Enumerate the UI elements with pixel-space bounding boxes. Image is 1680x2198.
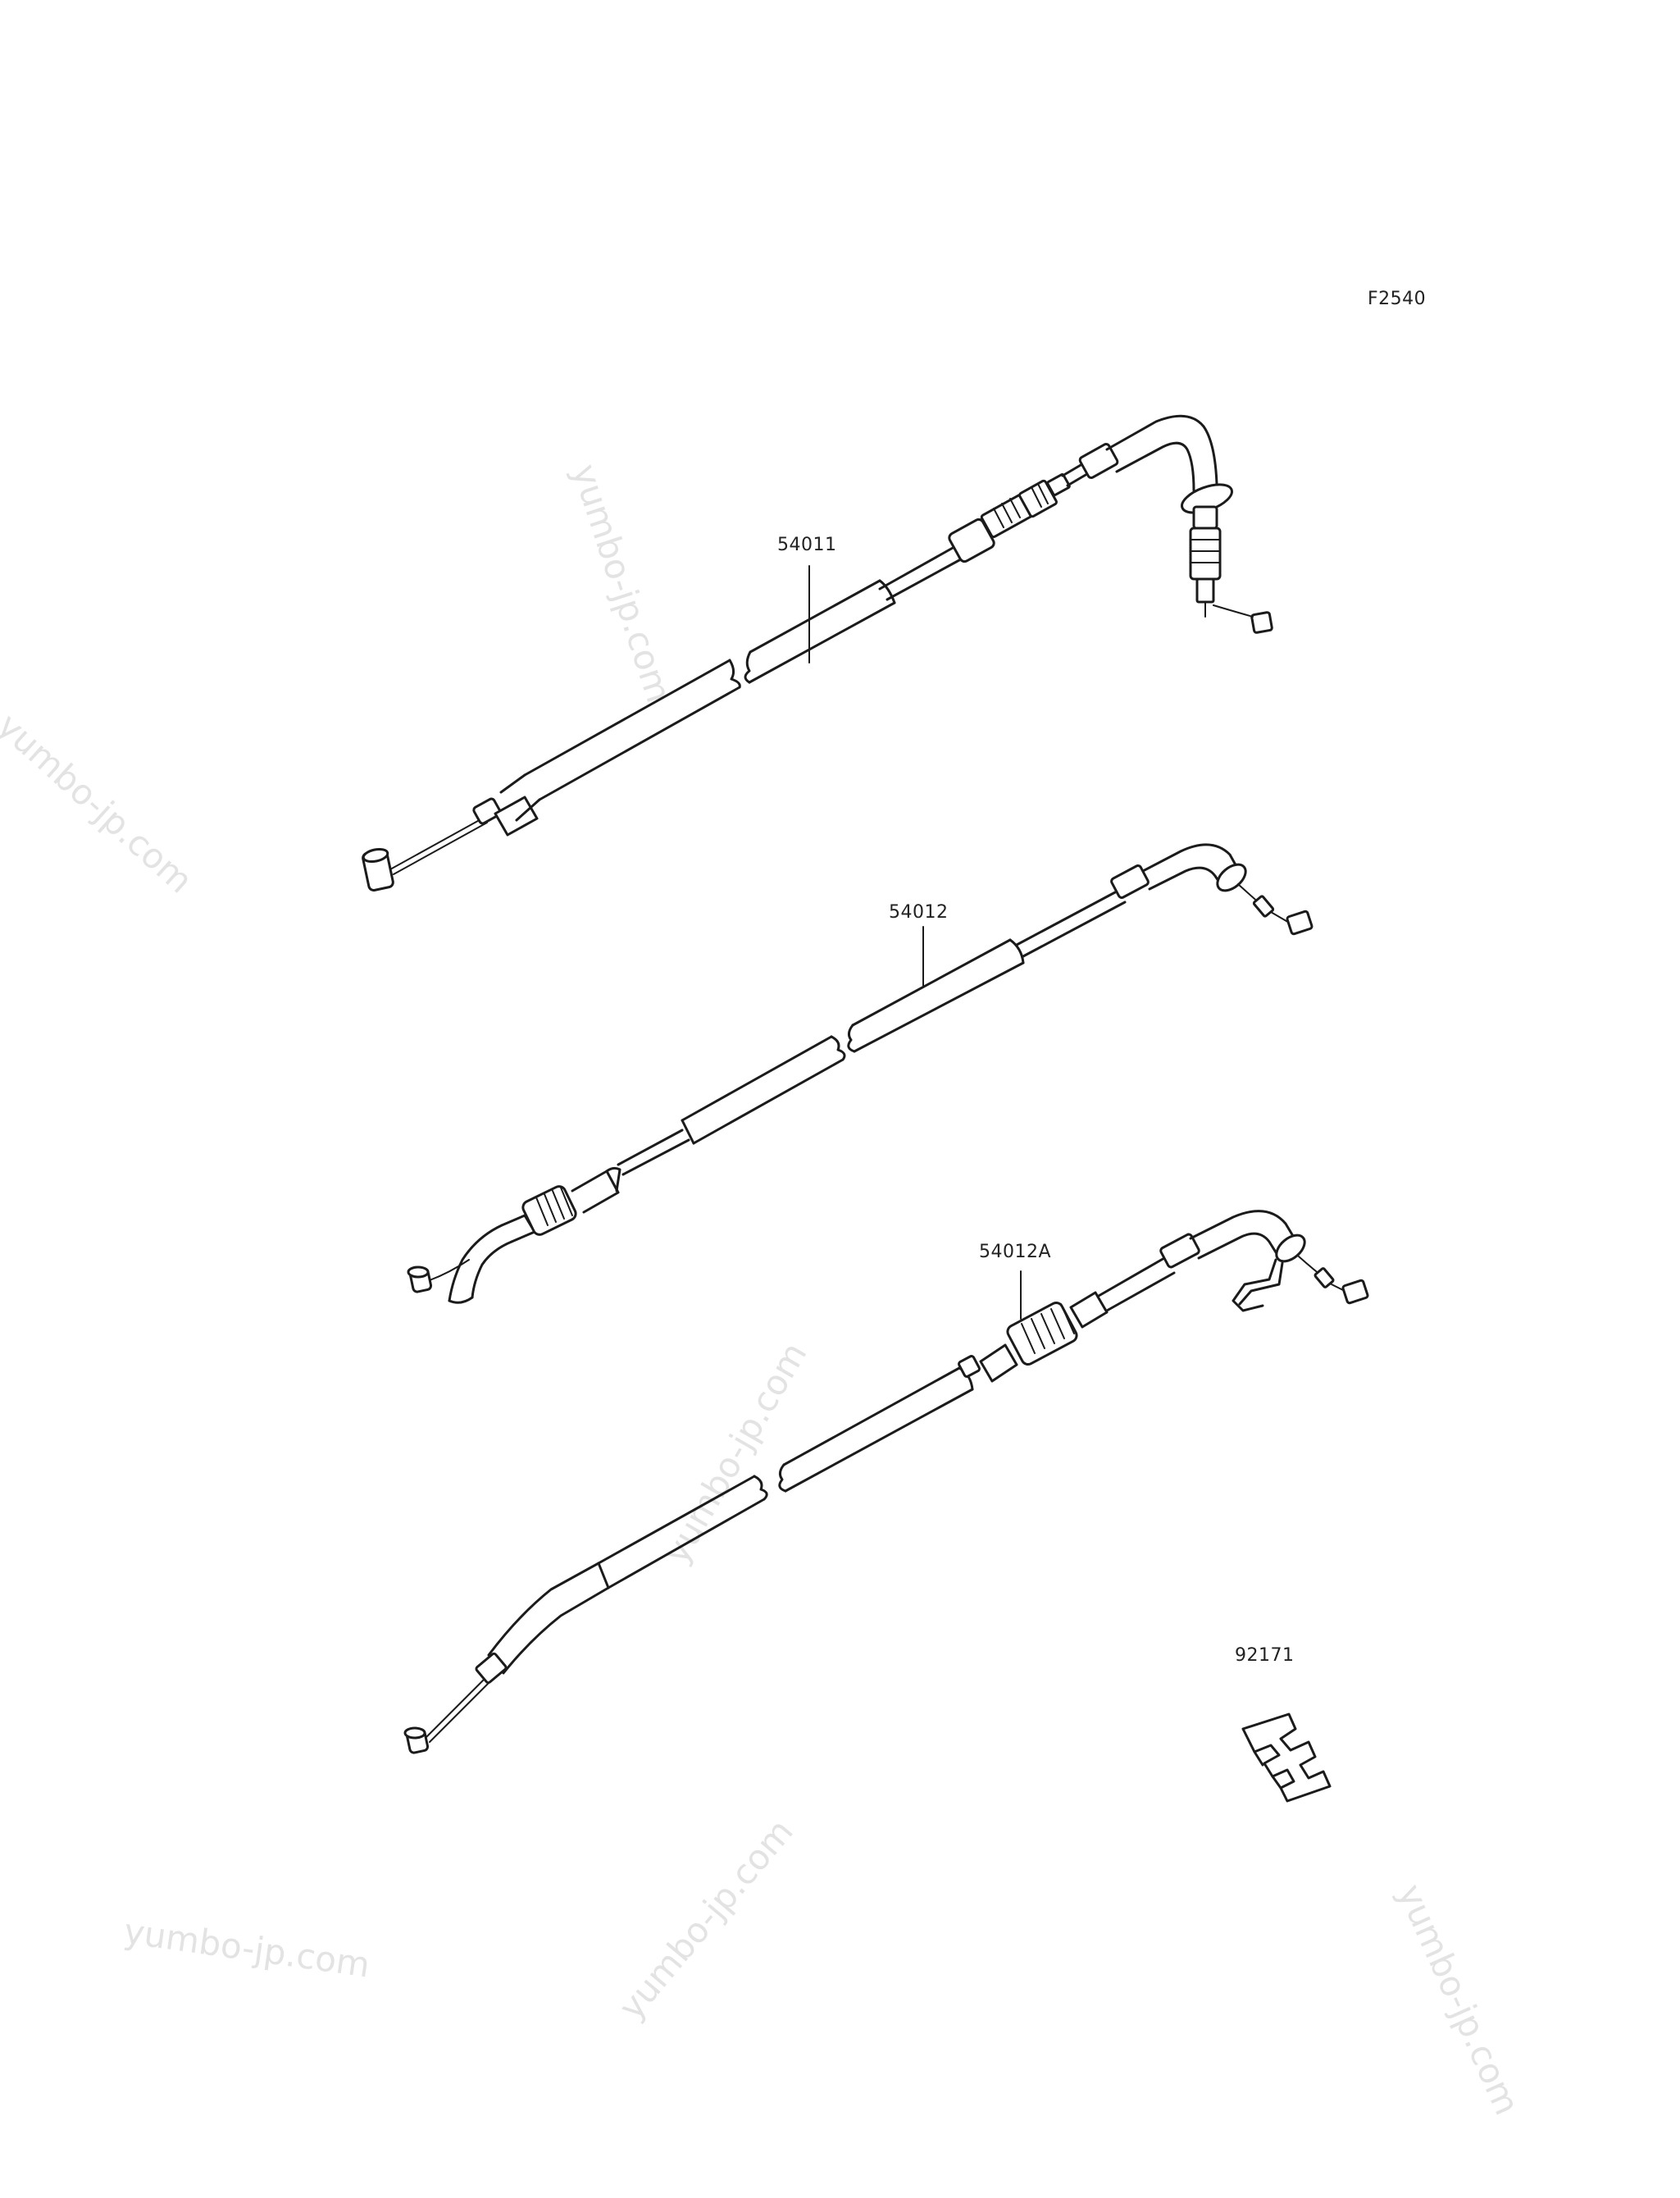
cable-end-barrel [407, 1265, 433, 1293]
part-label-92171[interactable]: 92171 [1235, 1645, 1295, 1666]
cable-adjuster [979, 1291, 1109, 1383]
part-label-54012A[interactable]: 54012A [979, 1242, 1052, 1262]
cable-elbow-fitting [1181, 483, 1273, 634]
throttle-cable-54012[interactable] [407, 843, 1313, 1304]
throttle-cable-54011[interactable] [362, 414, 1273, 892]
cable-adjuster [948, 473, 1071, 563]
cable-end-barrel [362, 847, 394, 892]
part-label-54011[interactable]: 54011 [777, 535, 837, 555]
throttle-cable-54012A[interactable] [403, 1210, 1369, 1754]
figure-code: F2540 [1368, 289, 1427, 309]
part-label-54012[interactable]: 54012 [889, 902, 949, 923]
cable-adjuster [521, 1166, 621, 1236]
cable-end-barrel [403, 1726, 430, 1754]
cable-clamp-92171[interactable] [1241, 1712, 1332, 1803]
